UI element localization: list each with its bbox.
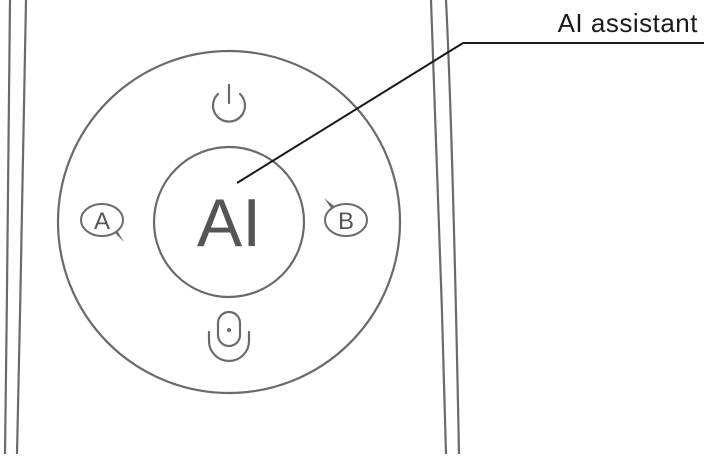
b-button-label: B bbox=[338, 208, 354, 235]
ai-button[interactable] bbox=[152, 145, 306, 299]
control-ring[interactable] bbox=[56, 49, 402, 395]
a-button-tail-icon bbox=[114, 232, 124, 242]
callout-label: AI assistant bbox=[557, 8, 698, 38]
a-button-label: A bbox=[94, 208, 110, 235]
power-icon[interactable] bbox=[211, 83, 247, 123]
callout-leader-line bbox=[236, 42, 704, 184]
ai-button-label: AI bbox=[197, 185, 261, 261]
b-button-tail-icon bbox=[324, 198, 334, 208]
a-button[interactable]: A bbox=[80, 203, 124, 242]
b-button[interactable]: B bbox=[324, 198, 368, 237]
microphone-icon[interactable] bbox=[207, 310, 251, 363]
